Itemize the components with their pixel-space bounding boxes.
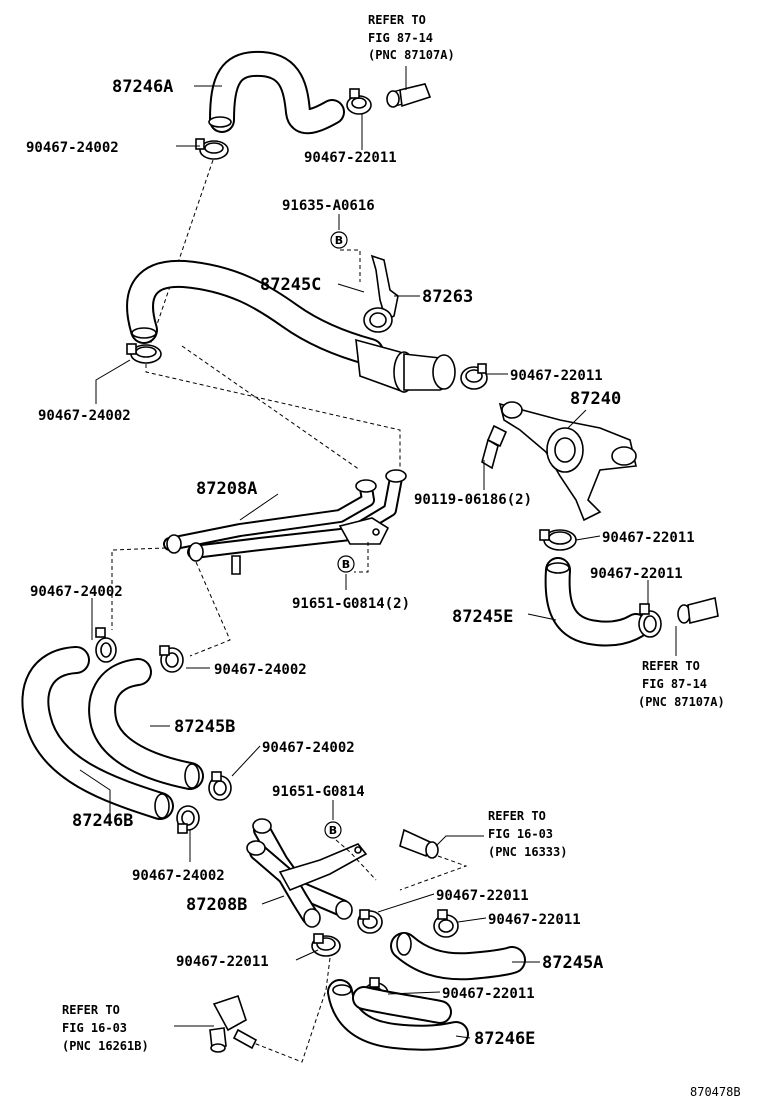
- hose-87245E: [544, 557, 649, 647]
- b-mark-91651: B: [324, 821, 342, 839]
- label-87240: 87240: [570, 389, 621, 409]
- pipe-ref-87107A-right: [677, 597, 719, 624]
- clamp-22011-top: [346, 88, 372, 115]
- label-90119-06186: 90119-06186(2): [414, 492, 532, 508]
- svg-text:B: B: [335, 234, 343, 247]
- ref2-line3: (PNC 87107A): [638, 695, 725, 709]
- label-90467-24002-top: 90467-24002: [26, 140, 119, 156]
- clamp-22011-87240: [460, 363, 488, 390]
- pipe-ref-87107A-top: [386, 83, 432, 108]
- label-87263: 87263: [422, 287, 473, 307]
- clamp-24002-top: [195, 138, 229, 160]
- hose-87245A: [390, 932, 526, 981]
- label-91635-A0616: 91635-A0616: [282, 198, 375, 214]
- clamp-22011-c: [311, 933, 341, 957]
- label-91651-G0814-2: 91651-G0814(2): [292, 596, 410, 612]
- label-87245B: 87245B: [174, 717, 235, 737]
- clamp-24002-87245B: [208, 771, 232, 801]
- clamp-22011-a: [357, 909, 383, 934]
- clamp-24002-87246B: [176, 805, 200, 834]
- pipe-87208A: [163, 469, 407, 575]
- clamp-24002-mid: [126, 343, 162, 364]
- clamp-22011-lower: [539, 529, 577, 551]
- part-labels: 87246A 90467-24002 90467-22011 REFER TO …: [26, 13, 741, 1099]
- label-90467-22011-c: 90467-22011: [176, 954, 269, 970]
- hose-87246A: [208, 50, 345, 135]
- label-87208B: 87208B: [186, 895, 247, 915]
- label-87245A: 87245A: [542, 953, 603, 973]
- ref2-line1: REFER TO: [642, 659, 700, 673]
- label-90467-24002-mid: 90467-24002: [38, 408, 131, 424]
- label-87246A: 87246A: [112, 77, 173, 97]
- label-90467-22011-87240: 90467-22011: [510, 368, 603, 384]
- label-90467-22011-d: 90467-22011: [442, 986, 535, 1002]
- clamp-22011-b: [433, 909, 459, 938]
- label-87246E: 87246E: [474, 1029, 535, 1049]
- clamp-24002-left: [95, 627, 117, 663]
- clamp-24002-center: [159, 645, 184, 673]
- leader-lines: [79, 66, 677, 1039]
- valve-87240: [498, 401, 637, 522]
- label-87245C: 87245C: [260, 275, 321, 295]
- hose-87246E: [327, 979, 469, 1051]
- pipe-ref-16333: [399, 828, 439, 859]
- ref4-line2: FIG 16-03: [62, 1021, 127, 1035]
- label-90467-22011-top: 90467-22011: [304, 150, 397, 166]
- hose-87246B: [21, 646, 174, 820]
- ref4-line1: REFER TO: [62, 1003, 120, 1017]
- ref2-line2: FIG 87-14: [642, 677, 707, 691]
- ref4-line3: (PNC 16261B): [62, 1039, 149, 1053]
- ref3-line1: REFER TO: [488, 809, 546, 823]
- pipe-87208B: [246, 818, 368, 928]
- svg-text:B: B: [329, 824, 337, 837]
- ref1-line3: (PNC 87107A): [368, 48, 455, 62]
- label-90467-24002-left: 90467-24002: [30, 584, 123, 600]
- label-90467-22011-87245E: 90467-22011: [590, 566, 683, 582]
- b-mark-91635: B: [330, 231, 348, 249]
- label-91651-G0814: 91651-G0814: [272, 784, 365, 800]
- hose-87245B: [88, 658, 204, 790]
- ref3-line3: (PNC 16333): [488, 845, 567, 859]
- pipe-ref-16261B: [209, 994, 258, 1053]
- label-90467-22011-a: 90467-22011: [436, 888, 529, 904]
- label-87245E: 87245E: [452, 607, 513, 627]
- label-90467-24002-87245B: 90467-24002: [262, 740, 355, 756]
- label-87208A: 87208A: [196, 479, 257, 499]
- ref1-line1: REFER TO: [368, 13, 426, 27]
- bolt-90119: [481, 424, 508, 470]
- bracket-87263: [363, 254, 399, 333]
- label-90467-24002-87246B: 90467-24002: [132, 868, 225, 884]
- label-87246B: 87246B: [72, 811, 133, 831]
- label-90467-22011-b: 90467-22011: [488, 912, 581, 928]
- ref3-line2: FIG 16-03: [488, 827, 553, 841]
- ref1-line2: FIG 87-14: [368, 31, 433, 45]
- figure-id: 870478B: [690, 1085, 741, 1099]
- label-90467-24002-center: 90467-24002: [214, 662, 307, 678]
- b-mark-91651-2: B: [337, 555, 355, 573]
- label-90467-22011-lower: 90467-22011: [602, 530, 695, 546]
- hose-87245C: [126, 259, 456, 393]
- svg-text:B: B: [342, 558, 350, 571]
- clamp-22011-87245E: [638, 603, 662, 638]
